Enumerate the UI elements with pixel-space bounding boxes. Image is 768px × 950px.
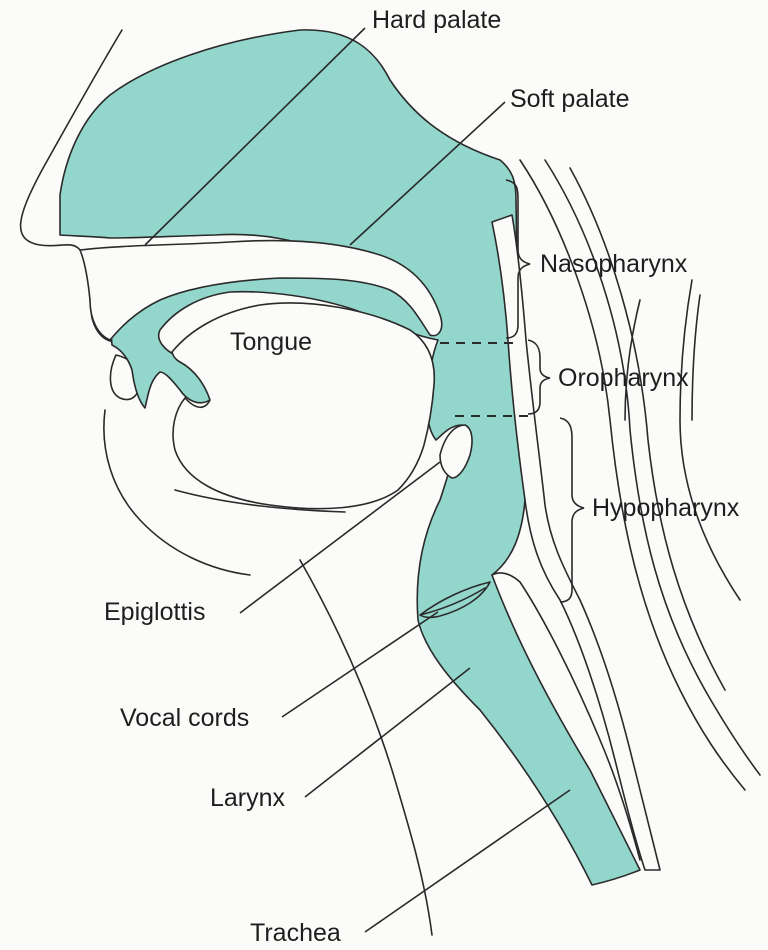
trachea-leader [365, 790, 570, 932]
trachea-label: Trachea [250, 921, 341, 946]
tongue-label: Tongue [230, 330, 312, 355]
vocal-cords-label: Vocal cords [120, 706, 249, 731]
nasopharynx-label: Nasopharynx [540, 252, 687, 277]
larynx-leader [305, 668, 470, 797]
hypopharynx-label: Hypopharynx [592, 496, 739, 521]
larynx-label: Larynx [210, 786, 285, 811]
epiglottis-label: Epiglottis [104, 600, 205, 625]
vocal-cords-leader [282, 612, 438, 717]
oropharynx-label: Oropharynx [558, 366, 689, 391]
soft-palate-label: Soft palate [510, 87, 630, 112]
hard-palate-label: Hard palate [372, 8, 501, 33]
